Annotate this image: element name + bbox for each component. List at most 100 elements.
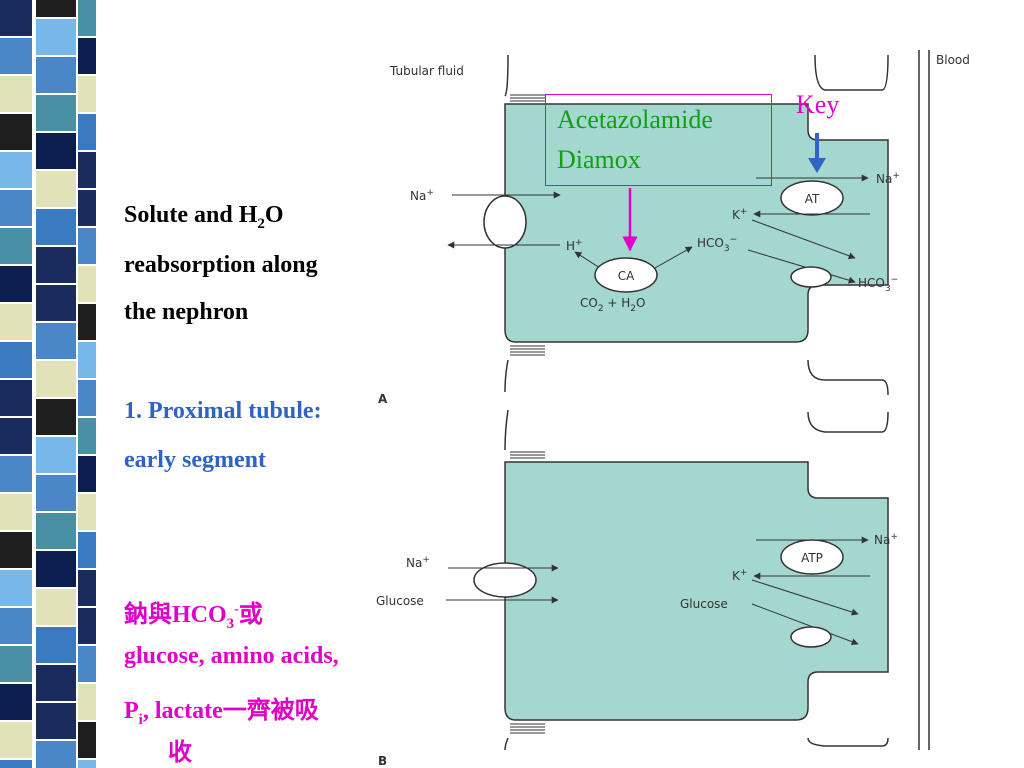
stripe-block bbox=[0, 38, 32, 74]
tubule-border bbox=[807, 737, 889, 747]
stripe-block bbox=[0, 380, 32, 416]
stripe-block bbox=[36, 551, 76, 587]
stripe-block bbox=[78, 646, 96, 682]
hco3-label-a: HCO3− bbox=[697, 235, 737, 254]
stripe-block bbox=[0, 0, 32, 36]
drug-name-diamox: Diamox bbox=[557, 145, 641, 174]
hco3-out-arrow-a bbox=[747, 249, 856, 284]
hco3-channel-a bbox=[790, 266, 832, 288]
tight-junction bbox=[510, 451, 545, 734]
k-out-arrow-a bbox=[751, 219, 856, 260]
k-label-b: K+ bbox=[732, 568, 747, 583]
panel-a-label: A bbox=[378, 392, 388, 406]
h-label-a: H+ bbox=[566, 238, 583, 253]
stripe-block bbox=[36, 437, 76, 473]
stripe-block bbox=[0, 646, 32, 682]
atp-label: ATP bbox=[801, 551, 823, 565]
ca-label: CA bbox=[618, 269, 635, 283]
stripe-block bbox=[36, 247, 76, 283]
stripe-block bbox=[0, 342, 32, 378]
k-out-arrow-b bbox=[751, 579, 859, 616]
na-glucose-cotransporter bbox=[473, 562, 537, 598]
glucose-channel-b bbox=[790, 626, 832, 648]
stripe-block bbox=[0, 722, 32, 758]
tubule-border bbox=[504, 737, 509, 751]
stripe-block bbox=[0, 494, 32, 530]
section-heading-line1: 1. Proximal tubule: bbox=[124, 398, 322, 424]
stripe-block bbox=[78, 722, 96, 758]
stripe-block bbox=[78, 0, 96, 36]
slide-title-line2: reabsorption along bbox=[124, 252, 318, 278]
stripe-block bbox=[36, 589, 76, 625]
stripe-block bbox=[78, 342, 96, 378]
na-right-label-a: Na+ bbox=[876, 171, 900, 186]
stripe-block bbox=[36, 57, 76, 93]
tubule-border bbox=[504, 409, 509, 451]
stripe-block bbox=[36, 741, 76, 768]
stripe-block bbox=[36, 0, 76, 17]
note-line1: 鈉與HCO3-或 bbox=[124, 602, 263, 632]
at-transporter bbox=[780, 180, 844, 216]
stripe-block bbox=[36, 19, 76, 55]
stripe-block bbox=[78, 228, 96, 264]
at-label: AT bbox=[805, 192, 820, 206]
tubule-border bbox=[504, 54, 509, 97]
tubular-fluid-label: Tubular fluid bbox=[389, 64, 464, 78]
na-right-label-b: Na+ bbox=[874, 532, 898, 547]
tubule-border bbox=[504, 359, 509, 393]
na-label-a: Na+ bbox=[410, 188, 434, 203]
stripe-block bbox=[78, 190, 96, 226]
stripe-block bbox=[78, 304, 96, 340]
stripe-block bbox=[78, 570, 96, 606]
stripe-block bbox=[36, 209, 76, 245]
hco3-right-label-a: HCO3− bbox=[858, 275, 898, 294]
tight-junction bbox=[510, 94, 545, 356]
stripe-block bbox=[36, 171, 76, 207]
carbonic-anhydrase-enzyme bbox=[594, 257, 658, 293]
stripe-block bbox=[78, 608, 96, 644]
tubule-border bbox=[814, 54, 889, 91]
section-heading-line2: early segment bbox=[124, 447, 266, 473]
stripe-block bbox=[0, 190, 32, 226]
note-line4: 收 bbox=[168, 740, 192, 766]
glucose-right-label: Glucose bbox=[680, 597, 728, 611]
stripe-block bbox=[36, 665, 76, 701]
stripe-block bbox=[0, 418, 32, 454]
tubule-border bbox=[807, 359, 889, 396]
stripe-block bbox=[0, 760, 32, 768]
note-line3: Pi, lactate一齊被吸 bbox=[124, 698, 319, 728]
stripe-block bbox=[36, 95, 76, 131]
drug-name-acetazolamide: Acetazolamide bbox=[557, 105, 713, 134]
na-channel-a bbox=[483, 195, 527, 249]
stripe-block bbox=[78, 494, 96, 530]
k-label-a: K+ bbox=[732, 207, 747, 222]
stripe-block bbox=[0, 228, 32, 264]
stripe-block bbox=[36, 285, 76, 321]
stripe-block bbox=[78, 76, 96, 112]
stripe-block bbox=[78, 114, 96, 150]
stripe-block bbox=[78, 456, 96, 492]
stripe-block bbox=[78, 760, 96, 768]
stripe-block bbox=[78, 266, 96, 302]
ca-to-hco3-arrow bbox=[654, 246, 693, 269]
stripe-block bbox=[0, 76, 32, 112]
ca-to-h-arrow bbox=[574, 251, 601, 269]
stripe-block bbox=[78, 684, 96, 720]
blood-label: Blood bbox=[936, 53, 970, 67]
panel-b-label: B bbox=[378, 754, 387, 768]
stripe-block bbox=[0, 608, 32, 644]
stripe-block bbox=[78, 532, 96, 568]
slide-title-line3: the nephron bbox=[124, 299, 249, 325]
stripe-block bbox=[78, 418, 96, 454]
glucose-out-arrow-b bbox=[751, 603, 859, 646]
stripe-block bbox=[78, 380, 96, 416]
tubule-border bbox=[807, 411, 889, 433]
note-line2: glucose, amino acids, bbox=[124, 643, 339, 669]
stripe-block bbox=[0, 304, 32, 340]
co2-h2o-label: CO2 + H2O bbox=[580, 296, 645, 314]
glucose-left-label: Glucose bbox=[376, 594, 424, 608]
stripe-block bbox=[0, 570, 32, 606]
stripe-block bbox=[36, 133, 76, 169]
drug-callout-box: Acetazolamide Diamox bbox=[545, 94, 772, 186]
